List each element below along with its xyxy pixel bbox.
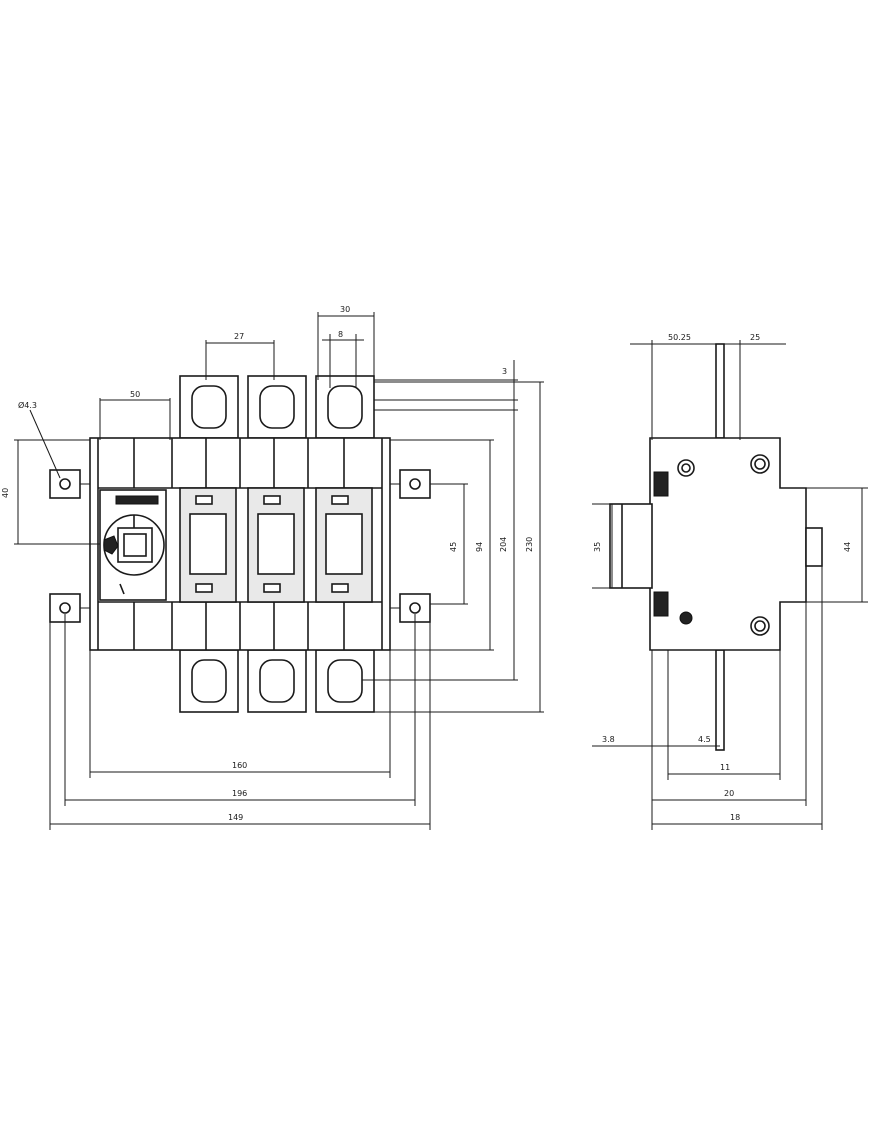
bottom-terminals [179,649,375,713]
dim-side-bottom-3: 18 [730,813,740,822]
dim-top-right: 25 [750,333,760,342]
dim-right-height: 44 [843,542,852,552]
dim-inner-height: 45 [449,542,458,552]
dim-terminal-spacing: 27 [234,332,244,341]
front-view: Ø4.3 50 27 30 8 40 [1,305,544,830]
dim-terminal-top: 8 [338,330,343,339]
dim-total-height: 230 [525,537,534,552]
dim-rail: 35 [593,542,602,552]
front-dimensions: Ø4.3 50 27 30 8 40 [1,305,544,830]
dim-side-top: 3 [502,367,507,376]
dim-left-height: 40 [1,488,10,498]
dim-bottom-3: 149 [228,813,243,822]
dim-outer-height: 204 [499,537,508,552]
dim-width-left: 50 [130,390,140,399]
dim-top-left: 50.25 [668,333,691,342]
dim-small-1: 3.8 [602,735,615,744]
side-view: 50.25 25 35 44 3.8 4.5 11 20 [592,333,868,830]
dim-side-bottom-2: 20 [724,789,734,798]
side-dimensions: 50.25 25 35 44 3.8 4.5 11 20 [592,333,868,830]
dim-bottom-2: 196 [232,789,247,798]
top-terminals [179,375,375,439]
dim-hole-dia: Ø4.3 [18,400,37,410]
dim-mid-height: 94 [475,542,484,552]
dim-bottom-1: 160 [232,761,247,770]
switch-body [89,437,391,651]
dim-terminal-width: 30 [340,305,350,314]
dim-small-2: 4.5 [698,735,711,744]
dim-side-bottom-1: 11 [720,763,730,772]
